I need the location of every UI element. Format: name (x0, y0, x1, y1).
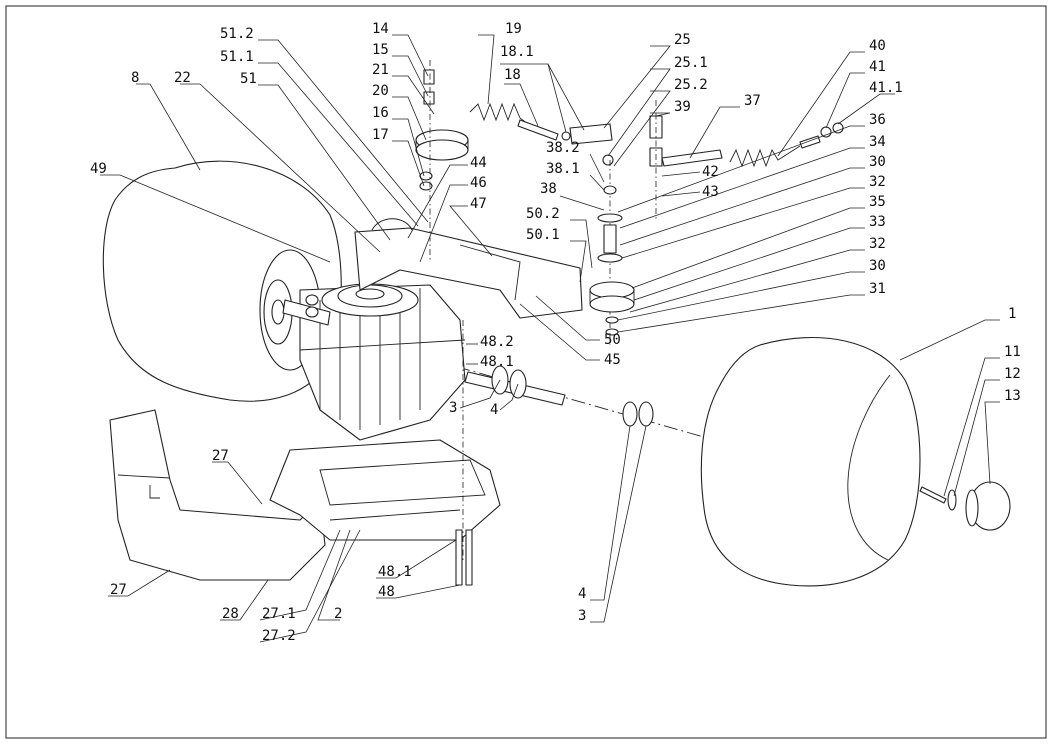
idler-pulley-upper (415, 60, 469, 260)
callout-50-2: 50.2 (526, 206, 560, 222)
callout-3-bottom: 3 (578, 608, 586, 624)
callout-48-2: 48.2 (480, 334, 514, 350)
callout-4-left: 4 (490, 402, 498, 418)
callout-49: 49 (90, 161, 107, 177)
callout-40: 40 (869, 38, 886, 54)
callout-2: 2 (334, 606, 342, 622)
callout-43: 43 (702, 184, 719, 200)
callout-8: 8 (131, 70, 139, 86)
callout-25-2: 25.2 (674, 77, 708, 93)
callout-labels: 14 15 21 20 16 17 19 18.1 18 25 25.1 25.… (90, 21, 1021, 644)
left-axle-hub (282, 294, 331, 326)
bracket-25 (569, 123, 614, 166)
callout-11: 11 (1004, 344, 1021, 360)
callout-12: 12 (1004, 366, 1021, 382)
callout-19: 19 (505, 21, 522, 37)
callout-36: 36 (869, 112, 886, 128)
tension-spring-19 (469, 102, 529, 125)
callout-51-1: 51.1 (220, 49, 254, 65)
hub-cap-assembly (919, 481, 1011, 531)
callout-30-top: 30 (869, 154, 886, 170)
callout-46: 46 (470, 175, 487, 191)
callout-51: 51 (240, 71, 257, 87)
callout-34: 34 (869, 134, 886, 150)
callout-27-2: 27.2 (262, 628, 296, 644)
drawing-frame (5, 5, 1047, 739)
callout-41-1: 41.1 (869, 80, 903, 96)
callout-31: 31 (869, 281, 886, 297)
callout-25: 25 (674, 32, 691, 48)
callout-14: 14 (372, 21, 389, 37)
transaxle-housing (299, 284, 466, 441)
callout-47: 47 (470, 196, 487, 212)
lower-frame (269, 439, 501, 541)
callout-33: 33 (869, 214, 886, 230)
callout-37: 37 (744, 93, 761, 109)
support-frame (354, 218, 583, 319)
callout-39: 39 (674, 99, 691, 115)
callout-27-top: 27 (212, 448, 229, 464)
callout-38-2: 38.2 (546, 140, 580, 156)
callout-13: 13 (1004, 388, 1021, 404)
callout-30-bottom: 30 (869, 258, 886, 274)
callout-44: 44 (470, 155, 487, 171)
rod-18 (517, 119, 571, 141)
callout-48-1-bottom: 48.1 (378, 564, 412, 580)
callout-41: 41 (869, 59, 886, 75)
callout-32-top: 32 (869, 174, 886, 190)
callout-27-bottom: 27 (110, 582, 127, 598)
callout-1: 1 (1008, 306, 1016, 322)
callout-28: 28 (222, 606, 239, 622)
callout-50: 50 (604, 332, 621, 348)
callout-38: 38 (540, 181, 557, 197)
callout-35: 35 (869, 194, 886, 210)
callout-48-1-top: 48.1 (480, 354, 514, 370)
leader-lines (100, 34, 1000, 643)
lever-37 (649, 100, 723, 220)
callout-51-2: 51.2 (220, 26, 254, 42)
callout-32-bottom: 32 (869, 236, 886, 252)
callout-42: 42 (702, 164, 719, 180)
output-axle (464, 365, 566, 406)
callout-38-1: 38.1 (546, 161, 580, 177)
axle-washers (622, 401, 654, 427)
input-pulley-fan (321, 283, 419, 317)
callout-4-bottom: 4 (578, 586, 586, 602)
callout-18: 18 (504, 67, 521, 83)
callout-48: 48 (378, 584, 395, 600)
callout-17: 17 (372, 127, 389, 143)
callout-18-1: 18.1 (500, 44, 534, 60)
callout-25-1: 25.1 (674, 55, 708, 71)
right-wheel-tyre (700, 336, 921, 587)
callout-3-left: 3 (449, 400, 457, 416)
callout-22: 22 (174, 70, 191, 86)
callout-27-1: 27.1 (262, 606, 296, 622)
callout-15: 15 (372, 42, 389, 58)
callout-50-1: 50.1 (526, 227, 560, 243)
callout-20: 20 (372, 83, 389, 99)
callout-45: 45 (604, 352, 621, 368)
spring-40 (729, 122, 844, 168)
callout-21: 21 (372, 62, 389, 78)
callout-16: 16 (372, 105, 389, 121)
idler-pulley-lower (589, 160, 635, 345)
